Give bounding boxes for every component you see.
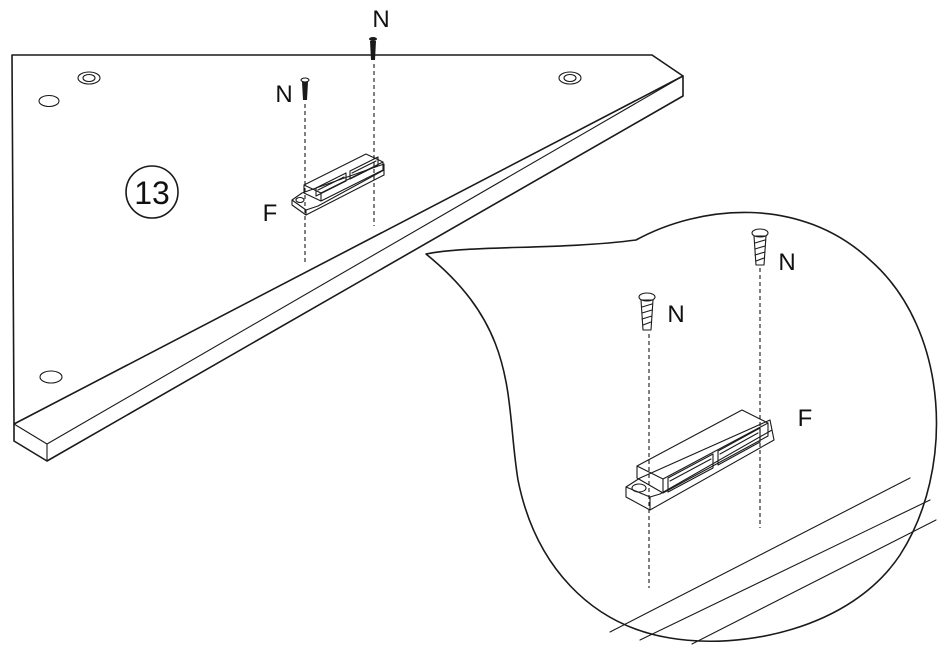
label-bracket: F: [263, 200, 278, 227]
shelf-board: [11, 54, 684, 462]
magnetic-catch-zoom: [625, 409, 775, 511]
screw-left-zoom: [638, 292, 656, 588]
zoom-callout: [425, 211, 938, 645]
hole-bottom-left: [39, 370, 63, 384]
screw-right-zoom: [751, 228, 769, 528]
label-zoom-screw-right: N: [778, 249, 795, 276]
step-number: 13: [125, 165, 179, 219]
label-screw-top: N: [372, 6, 389, 33]
hole-left: [38, 94, 60, 108]
hole-top-right-countersunk: [558, 71, 582, 85]
board-holes: [38, 71, 582, 384]
step-number-text: 13: [134, 175, 170, 211]
hole-top-left-countersunk: [77, 71, 101, 85]
screw-top-main: [369, 37, 377, 226]
label-zoom-bracket: F: [798, 405, 813, 432]
label-screw-left: N: [275, 81, 292, 108]
screw-left-main: [300, 77, 310, 264]
magnetic-catch-small: [291, 153, 385, 216]
label-zoom-screw-left: N: [667, 301, 684, 328]
